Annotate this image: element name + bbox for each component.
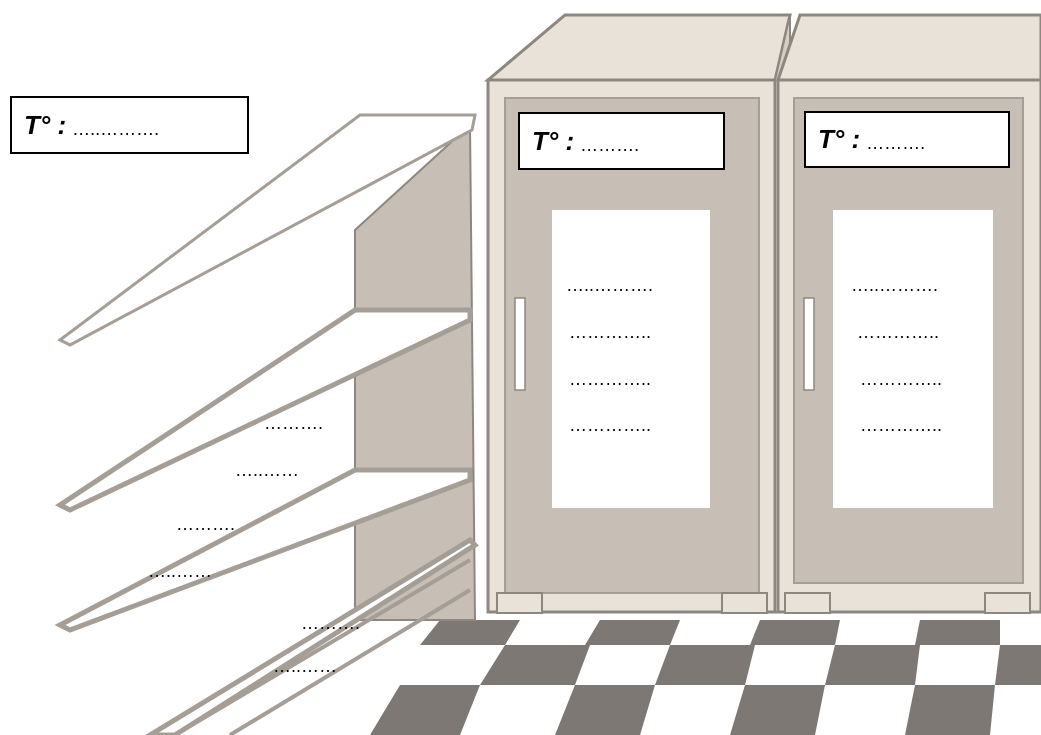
fridge-1-blank-4: ………….. bbox=[569, 415, 651, 436]
shelf-temperature-prefix: T° : bbox=[24, 110, 66, 141]
fridge-2 bbox=[778, 15, 1041, 613]
fridge-1-blank-2: ………….. bbox=[569, 322, 651, 343]
fridge-2-blank-2: ………….. bbox=[857, 322, 939, 343]
checkered-floor bbox=[360, 620, 1041, 735]
fridge-2-blank-4: ………….. bbox=[860, 415, 942, 436]
shelf-blank-2: …..…… bbox=[235, 460, 299, 481]
shelf-temperature-label: T° : …..………. bbox=[10, 96, 249, 154]
fridge-2-temperature-prefix: T° : bbox=[818, 124, 860, 155]
fridge-2-temperature-blank: ………. bbox=[866, 133, 925, 154]
shelf-blank-5: ………. bbox=[301, 613, 360, 634]
fridge-2-blank-3: ………….. bbox=[860, 369, 942, 390]
fridge-1-blank-1: …..………. bbox=[566, 275, 653, 296]
shelf-blank-6: …..…… bbox=[273, 656, 337, 677]
fridge-1-blank-3: ………….. bbox=[569, 369, 651, 390]
fridge-2-temperature-label: T° : ………. bbox=[804, 111, 1010, 168]
fridge-1 bbox=[488, 15, 790, 613]
shelf-temperature-blank: …..………. bbox=[72, 119, 159, 140]
fridge-1-temperature-blank: ………. bbox=[580, 135, 639, 156]
shelf-blank-3: ………. bbox=[176, 514, 235, 535]
fridge-1-temperature-prefix: T° : bbox=[532, 126, 574, 157]
shelf-blank-4: …..…… bbox=[148, 561, 212, 582]
fridge-1-temperature-label: T° : ………. bbox=[518, 112, 725, 170]
shelf-blank-1: ………. bbox=[264, 413, 323, 434]
fridge-2-blank-1: …..………. bbox=[851, 275, 938, 296]
